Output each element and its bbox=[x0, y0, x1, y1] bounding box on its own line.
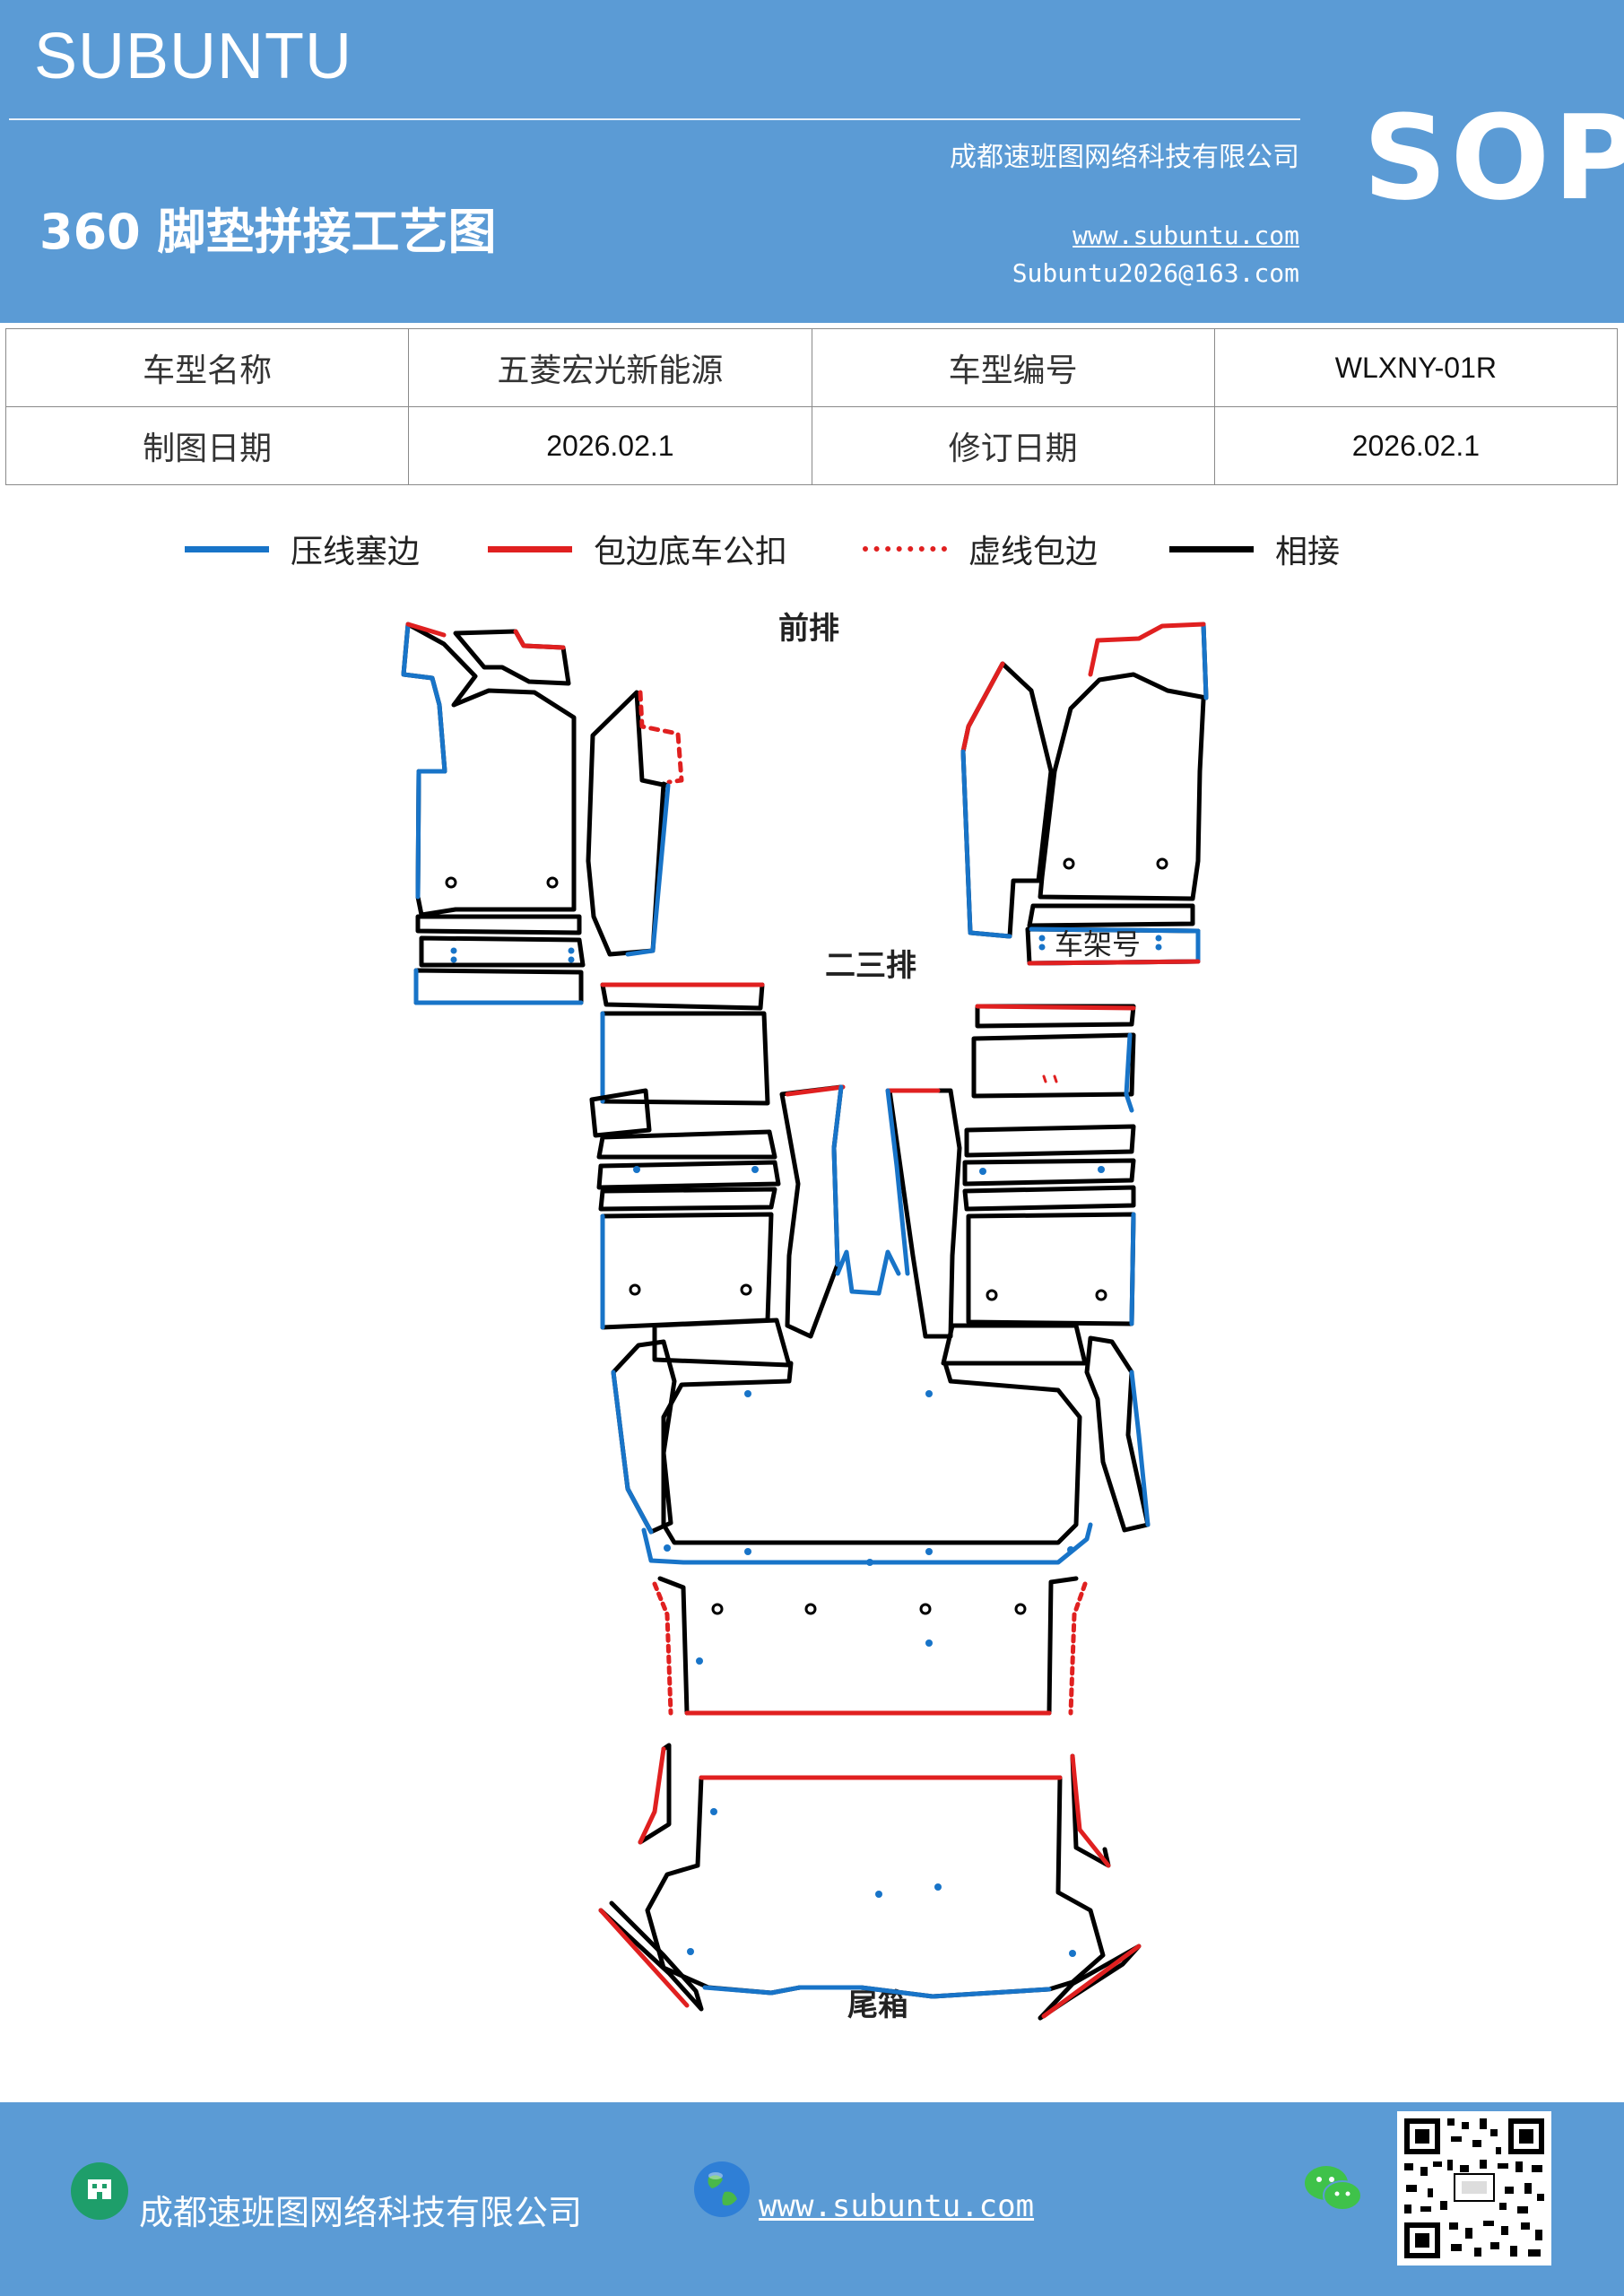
building-icon bbox=[71, 2162, 128, 2220]
qr-code-icon bbox=[1397, 2111, 1551, 2266]
wechat-icon bbox=[1305, 2166, 1362, 2211]
header-company: 成都速班图网络科技有限公司 bbox=[950, 142, 1299, 173]
header-divider bbox=[9, 118, 1300, 120]
draw-date-value: 2026.02.1 bbox=[408, 406, 812, 485]
globe-icon bbox=[694, 2161, 750, 2217]
legend-item-join: 相接 bbox=[1169, 522, 1340, 576]
legend-red-line-icon bbox=[488, 545, 572, 552]
header-website-link[interactable]: www.subuntu.com bbox=[1073, 221, 1299, 250]
model-code-label: 车型编号 bbox=[811, 328, 1215, 407]
model-name-label: 车型名称 bbox=[4, 328, 410, 407]
legend-item-wrap-edge: 包边底车公扣 bbox=[488, 522, 787, 576]
table-row: 制图日期 2026.02.1 修订日期 2026.02.1 bbox=[4, 406, 1619, 485]
header-band: SUBUNTU 成都速班图网络科技有限公司 360 脚垫拼接工艺图 www.su… bbox=[0, 0, 1624, 323]
legend-item-press-line: 压线塞边 bbox=[185, 522, 420, 576]
model-code-value: WLXNY-01R bbox=[1213, 328, 1619, 407]
sop-badge: SOP bbox=[1363, 90, 1624, 226]
header-email: Subuntu2026@163.com bbox=[1012, 258, 1299, 288]
front-right-mat: 车架号 bbox=[960, 622, 1209, 966]
vin-label: 车架号 bbox=[1055, 927, 1141, 961]
legend-label: 包边底车公扣 bbox=[594, 534, 788, 570]
table-row: 车型名称 五菱宏光新能源 车型编号 WLXNY-01R bbox=[4, 328, 1619, 407]
front-left-mat bbox=[401, 622, 684, 1005]
legend-label: 虚线包边 bbox=[968, 534, 1099, 570]
trunk-mat bbox=[598, 1743, 1142, 2021]
legend-black-line-icon bbox=[1169, 545, 1254, 552]
floor-mat-diagram: 前排 二三排 尾箱 车架号 bbox=[401, 611, 1209, 2023]
line-legend: 压线塞边 包边底车公扣 虚线包边 相接 bbox=[0, 522, 1624, 576]
vehicle-info-table: 车型名称 五菱宏光新能源 车型编号 WLXNY-01R 制图日期 2026.02… bbox=[4, 328, 1619, 485]
qr-code bbox=[1397, 2111, 1551, 2266]
document-title: 360 脚垫拼接工艺图 bbox=[39, 204, 497, 260]
second-third-row-label: 二三排 bbox=[825, 948, 916, 984]
footer-company: 成都速班图网络科技有限公司 bbox=[139, 2193, 583, 2232]
legend-red-dotted-line-icon bbox=[863, 546, 947, 552]
revise-date-value: 2026.02.1 bbox=[1213, 406, 1619, 485]
legend-item-dotted-wrap: 虚线包边 bbox=[863, 522, 1098, 576]
draw-date-label: 制图日期 bbox=[4, 406, 410, 485]
model-name-value: 五菱宏光新能源 bbox=[408, 328, 812, 407]
brand-name: SUBUNTU bbox=[34, 21, 353, 92]
revise-date-label: 修订日期 bbox=[811, 406, 1215, 485]
legend-blue-line-icon bbox=[185, 545, 269, 552]
footer-website-link[interactable]: www.subuntu.com bbox=[759, 2188, 1035, 2224]
footer-band: 成都速班图网络科技有限公司 www.subuntu.com bbox=[0, 2102, 1624, 2296]
second-third-row-mats bbox=[589, 982, 1151, 1716]
legend-label: 压线塞边 bbox=[291, 534, 421, 570]
front-row-label: 前排 bbox=[778, 611, 839, 647]
legend-label: 相接 bbox=[1275, 534, 1341, 570]
